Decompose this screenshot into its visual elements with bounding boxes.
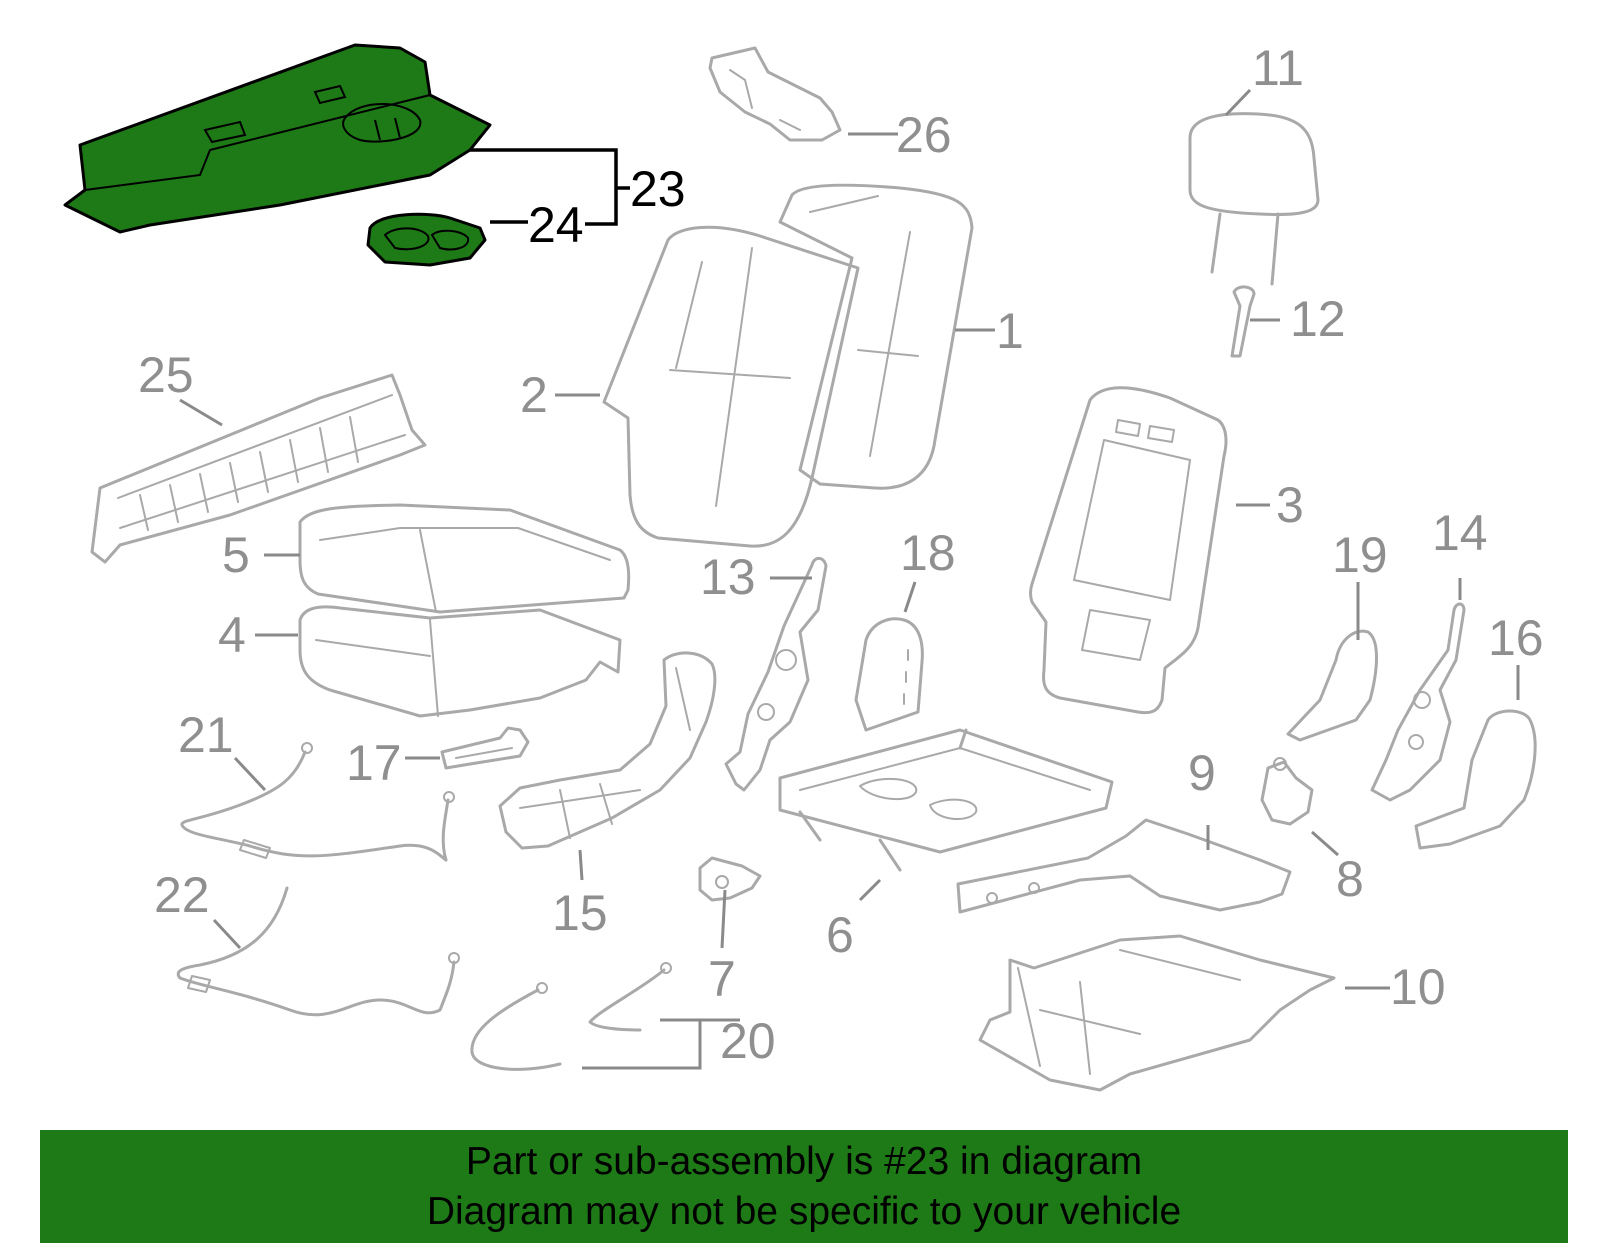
- callout-17: 17: [346, 735, 402, 791]
- part-19-cover[interactable]: [1286, 629, 1378, 742]
- callout-13: 13: [700, 549, 756, 605]
- part-23-highlighted[interactable]: [63, 43, 492, 234]
- part-24-highlighted[interactable]: [366, 212, 487, 267]
- leader-lines: [179, 88, 1520, 1070]
- callout-6: 6: [826, 907, 854, 963]
- part-16-cover[interactable]: [1414, 709, 1537, 850]
- callout-25: 25: [138, 347, 194, 403]
- callout-26: 26: [896, 107, 952, 163]
- part-15-side-shield[interactable]: [498, 651, 717, 850]
- part-18-recliner-cover[interactable]: [854, 617, 924, 732]
- callout-9: 9: [1188, 745, 1216, 801]
- parts-diagram: 1 2 3 4 5 6 7 8 9 10 11 12 13 14 15 16 1…: [63, 40, 1544, 1092]
- part-5-seat-cushion-cover[interactable]: [298, 503, 631, 614]
- callout-3: 3: [1276, 477, 1304, 533]
- part-7-bracket[interactable]: [698, 856, 762, 902]
- callout-23: 23: [630, 161, 686, 217]
- part-10-base-frame[interactable]: [978, 934, 1336, 1092]
- callout-24: 24: [528, 197, 584, 253]
- part-1-seat-back-cover[interactable]: [778, 183, 974, 490]
- callout-1: 1: [996, 303, 1024, 359]
- part-11-headrest[interactable]: [1188, 112, 1320, 286]
- banner-line-1: Part or sub-assembly is #23 in diagram: [465, 1139, 1143, 1183]
- callout-8: 8: [1336, 851, 1364, 907]
- part-20-cable[interactable]: [470, 962, 672, 1071]
- part-12-headrest-guide[interactable]: [1230, 285, 1256, 358]
- part-8-latch[interactable]: [1260, 757, 1314, 826]
- part-22-cable[interactable]: [176, 886, 460, 1017]
- callout-7: 7: [708, 951, 736, 1007]
- part-14-recliner-bracket[interactable]: [1370, 602, 1466, 802]
- banner-line-2: Diagram may not be specific to your vehi…: [426, 1189, 1182, 1233]
- part-25-trim-panel[interactable]: [90, 373, 427, 564]
- callout-20: 20: [720, 1013, 776, 1069]
- part-6-seat-frame[interactable]: [778, 728, 1114, 872]
- callout-10: 10: [1390, 959, 1446, 1015]
- callout-2: 2: [520, 367, 548, 423]
- callout-4: 4: [218, 607, 246, 663]
- part-13-recliner-bracket[interactable]: [724, 556, 828, 792]
- part-3-seat-back-frame[interactable]: [1029, 386, 1228, 715]
- part-17-handle[interactable]: [440, 726, 530, 770]
- part-4-seat-cushion-pad[interactable]: [298, 605, 622, 718]
- callout-22: 22: [154, 867, 210, 923]
- info-banner: Part or sub-assembly is #23 in diagram D…: [40, 1130, 1568, 1243]
- callout-11: 11: [1252, 40, 1304, 96]
- callout-5: 5: [222, 527, 250, 583]
- part-21-cable[interactable]: [180, 742, 455, 862]
- callout-19: 19: [1332, 527, 1388, 583]
- part-2-seat-back-cover[interactable]: [602, 225, 860, 548]
- callout-16: 16: [1488, 610, 1544, 666]
- callout-21: 21: [178, 707, 234, 763]
- part-9-seat-adjuster[interactable]: [956, 818, 1292, 914]
- callout-18: 18: [900, 525, 956, 581]
- callout-numbers: 1 2 3 4 5 6 7 8 9 10 11 12 13 14 15 16 1…: [138, 40, 1544, 1069]
- leader-lines-23-24: [470, 148, 630, 226]
- part-26-bracket[interactable]: [708, 46, 842, 142]
- callout-12: 12: [1290, 291, 1346, 347]
- callout-15: 15: [552, 885, 608, 941]
- callout-14: 14: [1432, 505, 1488, 561]
